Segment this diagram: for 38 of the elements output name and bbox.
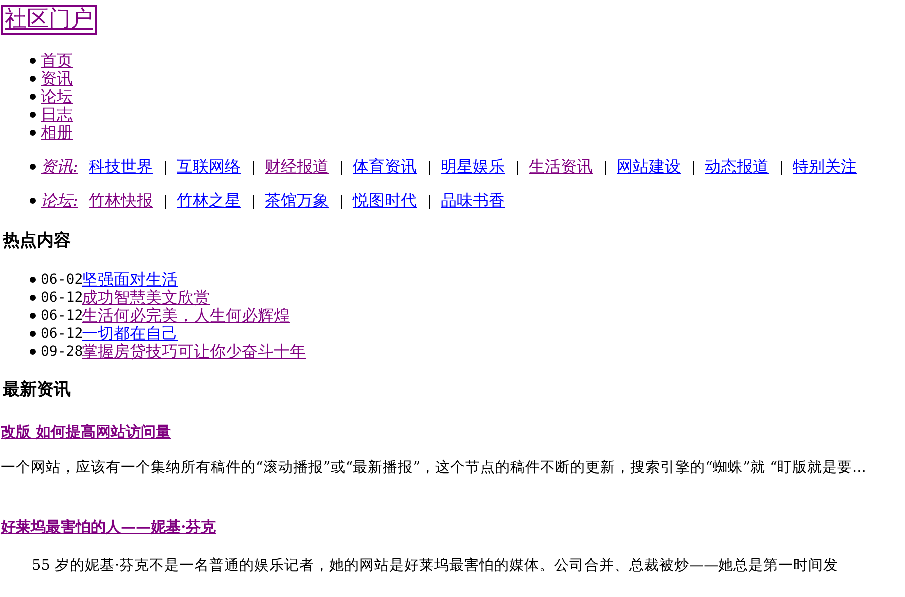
- category-link: 财经报道: [265, 158, 329, 176]
- date-text: 09-28: [41, 344, 84, 361]
- category-link: 互联网络: [177, 158, 241, 176]
- nav-link: 日志: [41, 106, 73, 124]
- title-link: 社区门户: [1, 5, 97, 35]
- category-link: 品味书香: [441, 192, 505, 210]
- category-link: 体育资讯: [353, 158, 417, 176]
- article-title: 好莱坞最害怕的人——妮基·芬克: [1, 518, 216, 536]
- category-link: 明星娱乐: [441, 158, 505, 176]
- nav-link: 资讯: [41, 70, 73, 88]
- category-link: 动态报道: [705, 158, 769, 176]
- nav-link: 相册: [41, 124, 73, 142]
- date-text: 06-12: [41, 308, 84, 325]
- article-link: 一切都在自己: [82, 325, 178, 343]
- category-link: 竹林之星: [177, 192, 241, 210]
- category-link: 特别关注: [793, 158, 857, 176]
- article-link: 生活何必完美，人生何必辉煌: [82, 307, 290, 325]
- article-link: 掌握房贷技巧可让你少奋斗十年: [82, 343, 306, 361]
- category-label: 论坛:: [41, 192, 78, 210]
- article-excerpt: 55 岁的妮基·芬克不是一名普通的娱乐记者，她的网站是好莱坞最害怕的媒体。公司合并、总裁被炒——她总是第一时间发: [31, 557, 840, 575]
- section-heading: 最新资讯: [3, 380, 71, 400]
- category-link: 网站建设: [617, 158, 681, 176]
- section-heading: 热点内容: [3, 231, 71, 251]
- category-link: 生活资讯: [529, 158, 593, 176]
- category-link: 科技世界: [89, 158, 153, 176]
- article-title: 改版 如何提高网站访问量: [1, 423, 172, 441]
- date-text: 06-12: [41, 290, 84, 307]
- category-link: 竹林快报: [89, 192, 153, 210]
- article-link: 成功智慧美文欣赏: [82, 289, 210, 307]
- article-link: 坚强面对生活: [82, 271, 178, 289]
- category-label: 资讯:: [41, 158, 78, 176]
- category-link: 茶馆万象: [265, 192, 329, 210]
- category-link: 悦图时代: [353, 192, 417, 210]
- nav-link: 首页: [41, 52, 73, 70]
- date-text: 06-12: [41, 325, 84, 343]
- date-text: 06-02: [41, 271, 84, 289]
- nav-link: 论坛: [41, 88, 73, 106]
- article-excerpt: 一个网站，应该有一个集纳所有稿件的“滚动播报”或“最新播报”，这个节点的稿件不断的更新，搜索引擎的“蜘蛛”就 “盯版就是要...: [1, 459, 868, 477]
